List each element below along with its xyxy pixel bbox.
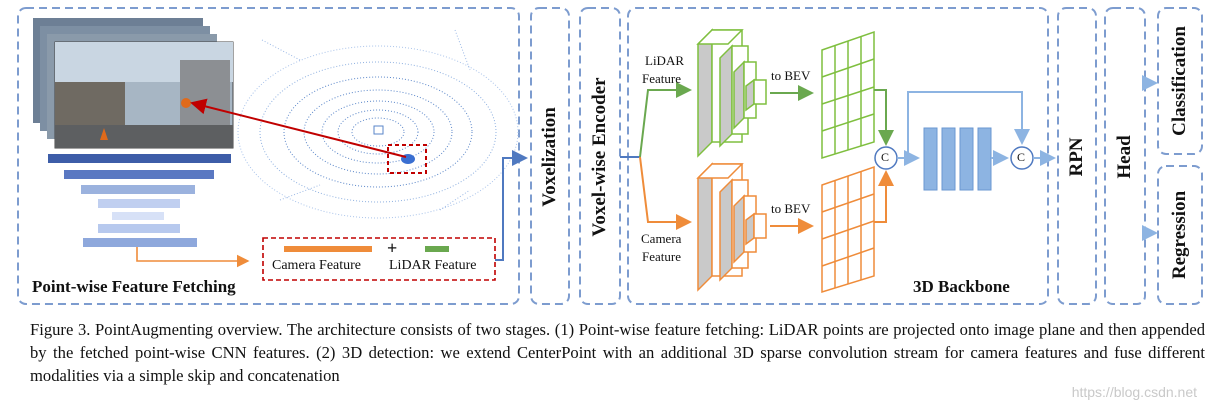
voxelization-label: Voxelization <box>539 107 560 207</box>
lidar-branch-label-1: LiDAR <box>645 53 684 68</box>
concat-b-label: C <box>1017 150 1026 164</box>
image-feature-bars <box>48 154 231 247</box>
to-bev-top-label: to BEV <box>771 68 811 83</box>
figure-caption: Figure 3. PointAugmenting overview. The … <box>30 320 1205 385</box>
projection-arrow <box>190 98 407 158</box>
selected-point-box <box>387 144 427 174</box>
regression-box <box>1157 165 1203 305</box>
camera-feature-label: Camera Feature <box>272 258 362 273</box>
lidar-branch-label-2: Feature <box>642 71 681 86</box>
camera-conv-blocks <box>696 162 767 292</box>
camera-bev-grid <box>821 165 875 294</box>
classification-label: Classification <box>1169 26 1190 136</box>
camera-branch-label-2: Feature <box>642 249 681 264</box>
voxel-encoder-label: Voxel-wise Encoder <box>589 77 610 237</box>
camera-branch-label-1: Camera <box>641 231 682 246</box>
lidar-point-cloud <box>237 29 519 219</box>
architecture-diagram: Point-wise Feature Fetching 3D Backbone … <box>17 7 1203 305</box>
lidar-bev-grid <box>821 30 875 160</box>
lidar-conv-blocks <box>696 28 767 158</box>
rpn-box <box>1057 7 1097 305</box>
lidar-feature-label: LiDAR Feature <box>389 258 477 273</box>
camera-images <box>33 18 234 149</box>
rpn-label: RPN <box>1066 137 1087 177</box>
classification-box <box>1157 7 1203 155</box>
backbone-blocks <box>923 127 992 191</box>
plus-sign: + <box>387 238 398 258</box>
voxelization-box <box>530 7 570 305</box>
regression-label: Regression <box>1169 190 1190 280</box>
point-wise-title: Point-wise Feature Fetching <box>32 277 236 296</box>
head-box <box>1104 7 1146 305</box>
head-label: Head <box>1114 135 1135 179</box>
concat-a-label: C <box>881 150 890 164</box>
watermark: https://blog.csdn.net <box>1071 384 1197 400</box>
to-bev-bottom-label: to BEV <box>771 201 811 216</box>
backbone-title: 3D Backbone <box>913 277 1010 296</box>
